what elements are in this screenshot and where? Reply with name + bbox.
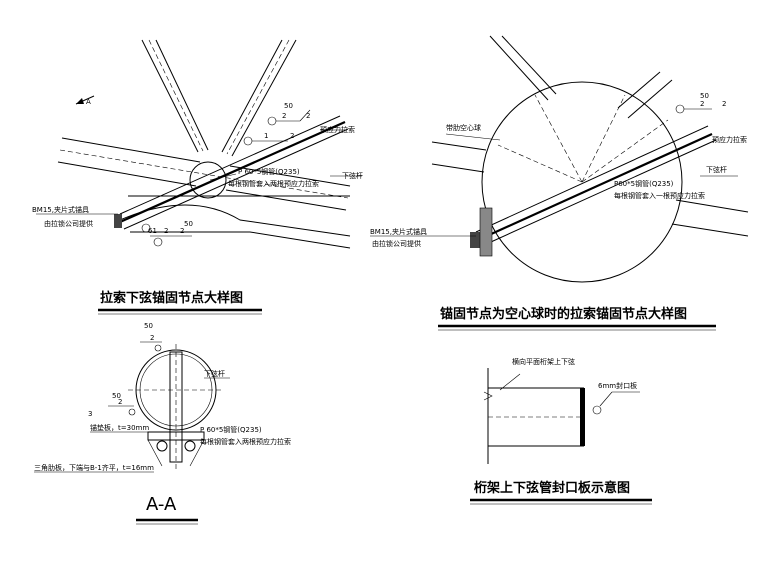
aa-label-pipe-note: 每根钢管套入两根预应力拉索 [200, 437, 291, 446]
d2-label-supplier: 由拉锁公司提供 [372, 239, 421, 248]
detail-1-anchorage: A 50 2 2 1 2 61 2 2 50 预应力拉索 下弦杆 P 60*5钢… [32, 39, 363, 315]
d2-label-prestress: 预应力拉索 [712, 135, 747, 144]
d1-dim-2b: 2 [306, 112, 310, 120]
aa-label-chord: 下弦杆 [204, 369, 225, 378]
d2-label-chord: 下弦杆 [706, 165, 727, 174]
d1-label-supplier: 由拉锁公司提供 [44, 219, 93, 228]
section-mark-a: A [86, 98, 91, 106]
detail-3-end-plate: 横向平面桁架上下弦 6mm封口板 桁架上下弦管封口板示意图 [470, 357, 652, 505]
aa-dim-3: 3 [88, 410, 92, 418]
d3-label-truss: 横向平面桁架上下弦 [512, 357, 575, 366]
aa-dim-2b: 2 [118, 398, 122, 406]
d2-label-pipe-note: 每根钢管套入一根预应力拉索 [614, 191, 705, 200]
detail-2-sphere-anchorage: 50 2 2 带肋空心球 预应力拉索 下弦杆 P60*5钢管(Q235) 每根钢… [370, 35, 749, 331]
d1-label-pipe-note: 每根钢管套入两根预应力拉索 [228, 179, 319, 188]
d2-label-pipe: P60*5钢管(Q235) [614, 179, 674, 188]
d1-dim-61: 61 [148, 227, 157, 235]
d2-label-sphere: 带肋空心球 [446, 123, 481, 132]
d1-label-anchor: BM15,夹片式锚具 [32, 205, 89, 214]
d1-label-pipe: P 60*5钢管(Q235) [238, 167, 300, 176]
d1-dim-50: 50 [184, 220, 193, 228]
section-aa-title: A-A [146, 494, 177, 515]
d1-dim-2a: 2 [282, 112, 286, 120]
d1-dim-2d: 2 [164, 227, 168, 235]
d1-dim-top: 50 [284, 102, 293, 110]
d1-dim-2e: 2 [180, 227, 184, 235]
section-a-a: 50 2 50 2 3 下弦杆 P 60*5钢管(Q235) 每根钢管套入两根预… [34, 322, 291, 525]
aa-label-pad: 锚垫板，t=30mm [90, 423, 149, 432]
aa-dim-50a: 50 [144, 322, 153, 330]
d2-label-anchor: BM15,夹片式锚具 [370, 227, 427, 236]
d1-label-chord: 下弦杆 [342, 171, 363, 180]
d2-dim-2a: 2 [700, 100, 704, 108]
aa-label-pipe: P 60*5钢管(Q235) [200, 425, 262, 434]
aa-dim-2a: 2 [150, 334, 154, 342]
d2-dim-2b: 2 [722, 100, 726, 108]
detail-1-title: 拉索下弦锚固节点大样图 [100, 290, 243, 306]
d1-label-prestress: 预应力拉索 [320, 125, 355, 134]
detail-2-title: 锚固节点为空心球时的拉索锚固节点大样图 [440, 306, 687, 322]
d1-dim-1: 1 [264, 132, 268, 140]
aa-label-rib: 三角肋板，下端与B-1齐平，t=16mm [34, 463, 154, 472]
d1-dim-2c: 2 [290, 132, 294, 140]
aa-dim-50b: 50 [112, 392, 121, 400]
detail-3-title: 桁架上下弦管封口板示意图 [474, 480, 630, 496]
d3-label-plate: 6mm封口板 [598, 381, 637, 390]
d2-dim-50: 50 [700, 92, 709, 100]
